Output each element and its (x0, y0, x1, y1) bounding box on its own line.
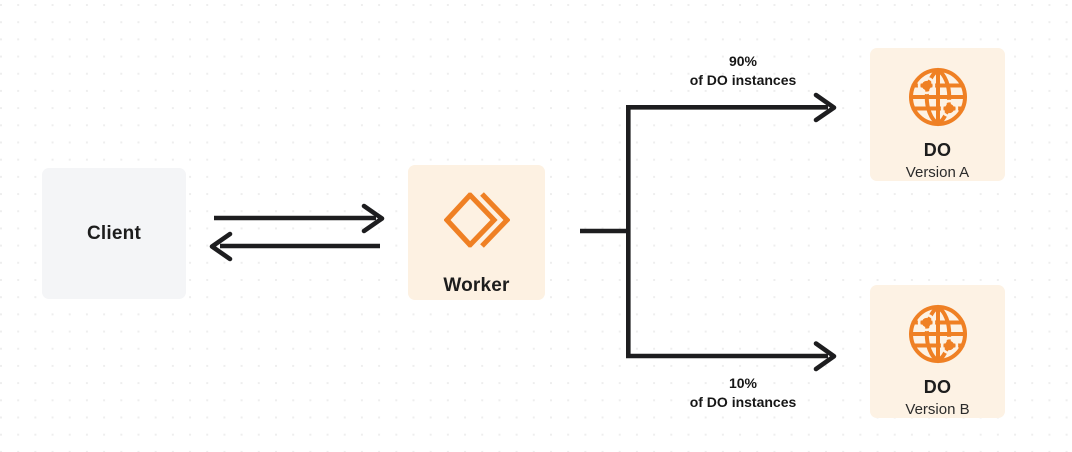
arrow-worker-to-do-b (626, 341, 837, 372)
node-do-version-b[interactable]: DO Version B (870, 285, 1005, 418)
globe-icon (907, 66, 969, 128)
node-do-a-version: Version A (905, 164, 970, 181)
edge-label-do-a-caption: of DO instances (689, 72, 797, 88)
node-do-b-version: Version B (905, 401, 970, 418)
edge-label-do-b: 10% of DO instances (618, 374, 868, 412)
edge-label-do-a: 90% of DO instances (618, 52, 868, 90)
branch-trunk (580, 105, 631, 358)
edge-label-do-a-percent: 90% (728, 53, 758, 69)
node-do-b-label: DO (923, 377, 952, 397)
node-do-version-a[interactable]: DO Version A (870, 48, 1005, 181)
node-client[interactable]: Client (42, 168, 186, 299)
node-worker-label: Worker (443, 275, 510, 296)
edge-label-do-b-percent: 10% (728, 375, 758, 391)
arrow-client-to-worker (214, 203, 385, 234)
arrow-worker-to-do-a (626, 92, 837, 123)
cloudflare-workers-icon (442, 191, 511, 249)
node-do-a-label: DO (923, 140, 952, 160)
edge-label-do-b-caption: of DO instances (689, 394, 797, 410)
node-client-label: Client (87, 222, 141, 244)
node-worker[interactable]: Worker (408, 165, 545, 300)
globe-icon (907, 303, 969, 365)
arrow-worker-to-client (209, 231, 380, 262)
